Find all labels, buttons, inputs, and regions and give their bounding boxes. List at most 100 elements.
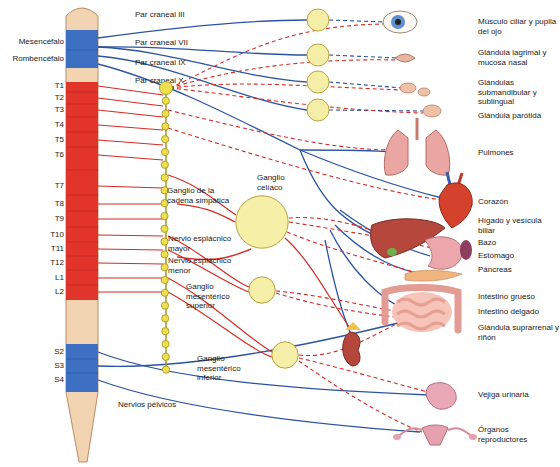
- spinal-cord: [66, 30, 98, 68]
- stomach: [425, 237, 462, 269]
- preganglionic-sympathetic: [98, 249, 163, 250]
- diagram-label: Rombencéfalo: [2, 54, 64, 64]
- eye: [383, 11, 417, 33]
- postganglionic-parasympathetic: [329, 55, 398, 58]
- ganglion-outline: [236, 196, 288, 248]
- eye: [383, 11, 417, 33]
- spinal-cord: [66, 8, 98, 462]
- postganglionic-parasympathetic: [329, 20, 385, 22]
- chain-ganglion: [162, 123, 169, 130]
- preganglionic-sympathetic: [98, 140, 163, 145]
- diagram-label: Estómago: [478, 251, 560, 261]
- chain-ganglion: [161, 212, 168, 219]
- eye: [395, 19, 401, 25]
- diagram-label: Músculo ciliar y pupila del ojo: [478, 17, 560, 36]
- cranial-ganglion: [307, 44, 329, 66]
- intestine: [392, 292, 452, 332]
- chain-ganglion: [161, 289, 168, 296]
- parasympathetic-cranial-nerve: [300, 150, 392, 152]
- node-outline: [155, 80, 177, 375]
- parasympathetic-cranial-nerve: [98, 20, 307, 38]
- chain-ganglion: [161, 161, 168, 168]
- diagram-label: T3: [38, 105, 64, 115]
- chain-ganglion: [162, 97, 169, 104]
- preganglionic-sympathetic: [98, 125, 163, 130]
- parasympathetic-sacral-nerve: [98, 322, 430, 432]
- preganglionic-sympathetic: [98, 203, 163, 204]
- parasympathetic-cranial-nerve: [98, 47, 307, 55]
- ganglion-circle: Ganglio celíaco: [235, 195, 289, 249]
- stomach: [425, 237, 462, 269]
- preganglionic-sympathetic: [98, 86, 350, 357]
- diagram-label: S4: [38, 375, 64, 385]
- ganglion-outline: [249, 277, 275, 303]
- chain-ganglion: [162, 136, 169, 143]
- postganglionic-sympathetic: [299, 358, 432, 393]
- spinal-cord: [66, 82, 98, 300]
- diagram-label: Par craneal VII: [135, 38, 215, 48]
- nerve-label: Nervio esplácnico mayor: [168, 234, 242, 253]
- splanchnic-nerve: [177, 204, 235, 222]
- chain-ganglion: [162, 353, 169, 360]
- bladder: [426, 383, 456, 409]
- chain-ganglion: [161, 251, 168, 258]
- eye: [391, 15, 405, 29]
- ganglion-outline: [272, 342, 298, 368]
- chain-ganglion: [161, 238, 168, 245]
- ganglion-chain: Ganglio de la cadena simpática: [155, 80, 177, 375]
- preganglionic-sympathetic: [98, 277, 163, 278]
- diagram-label: T1: [38, 81, 64, 91]
- lungs: [384, 118, 449, 175]
- cranial-ganglion: [307, 99, 329, 121]
- postganglionic-sympathetic: [170, 84, 402, 90]
- diagram-label: Nervios pélvicos: [118, 400, 198, 410]
- chain-ganglion: [161, 174, 168, 181]
- spleen: [460, 240, 472, 260]
- pancreas: [405, 270, 462, 281]
- parasympathetic-cranial-nerve: [325, 240, 350, 332]
- preganglionic-sympathetic: [98, 291, 163, 292]
- node-outline: [248, 276, 276, 304]
- postganglionic-sympathetic: [168, 110, 392, 150]
- parasympathetic-cranial-nerve: [98, 64, 300, 150]
- diagram-label: T5: [38, 135, 64, 145]
- spinal-cord: [66, 50, 98, 373]
- chain-ganglion: [162, 315, 169, 322]
- intestine: [385, 288, 458, 333]
- diagram-label: Mesencéfalo: [2, 37, 64, 47]
- salivary-gland: [400, 83, 416, 93]
- diagram-label: T12: [38, 258, 64, 268]
- liver: [387, 248, 397, 256]
- diagram-label: Vejiga urinaria: [478, 390, 560, 400]
- preganglionic-sympathetic: [98, 155, 163, 160]
- reproductive-organs: [469, 434, 477, 440]
- parasympathetic-cranial-nerve: [98, 56, 307, 110]
- cranial-ganglion: [307, 9, 329, 121]
- intestine: [397, 299, 445, 329]
- diagram-label: Bazo: [478, 238, 560, 248]
- diagram-label: T10: [38, 230, 64, 240]
- lungs: [384, 130, 408, 175]
- preganglionic-sympathetic: [285, 238, 350, 328]
- reproductive-organs: [393, 434, 401, 440]
- kidney: [343, 332, 360, 366]
- ganglion-label: Ganglio mesentérico superior: [186, 282, 246, 311]
- preganglionic-sympathetic: [98, 263, 163, 264]
- kidney: [343, 322, 361, 366]
- diagram-label: Glándula parótida: [478, 111, 560, 121]
- heart: [439, 183, 472, 228]
- pancreas: [405, 270, 462, 281]
- nerve-label: Nervio esplácnico menor: [168, 256, 242, 275]
- spinal-cord: [66, 344, 98, 392]
- chain-ganglion: [162, 328, 169, 335]
- node-outline: [235, 195, 289, 249]
- salivary-gland: [400, 83, 441, 117]
- lacrimal-gland: [395, 54, 415, 62]
- diagram-label: Corazón: [478, 197, 560, 207]
- diagram-label: Par craneal IX: [135, 58, 215, 68]
- spleen: [460, 240, 472, 260]
- parasympathetic-cranial-nerve: [98, 20, 442, 332]
- postganglionic-parasympathetic: [329, 20, 423, 111]
- diagram-label: Órganos reproductores: [478, 425, 560, 444]
- kidney: [345, 322, 361, 330]
